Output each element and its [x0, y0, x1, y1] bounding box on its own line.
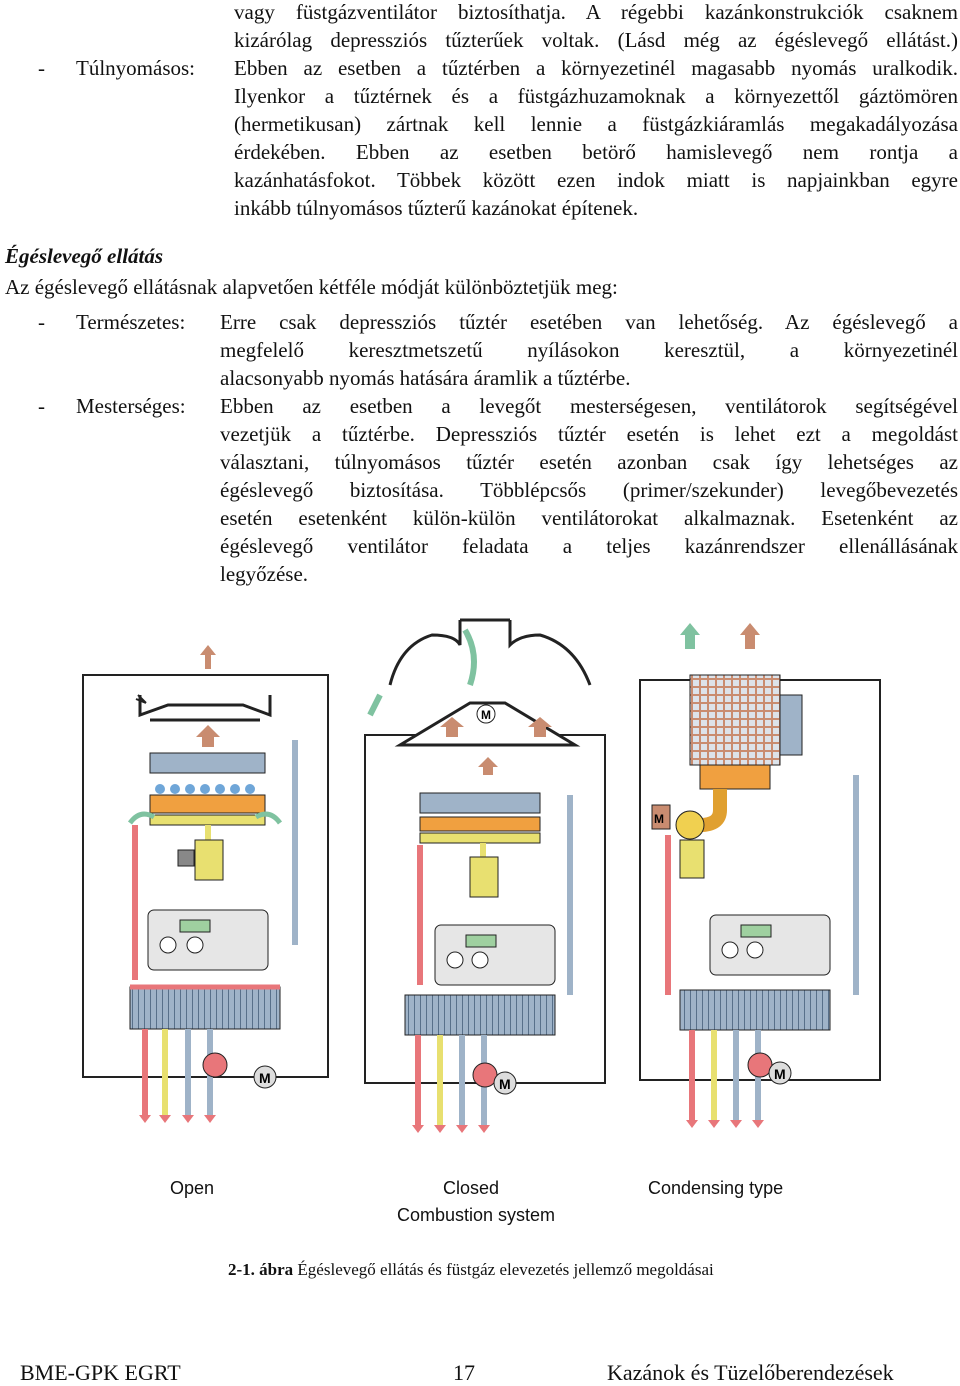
- artificial-line-1: Ebben az esetben a levegőt mesterségesen…: [220, 394, 958, 418]
- natural-line-3: alacsonyabb nyomás hatására áramlik a tű…: [220, 366, 631, 390]
- svg-text:M: M: [499, 1076, 511, 1092]
- overpressure-line-6: inkább túlnyomásos tűzterű kazánokat épí…: [234, 196, 639, 220]
- intro-line-1: vagy füstgázventilátor biztosíthatja. A …: [234, 0, 958, 24]
- intro-line-2: kizárólag depressziós tűzterűek voltak. …: [234, 28, 958, 52]
- artificial-line-2: vezetjük a tűztérbe. Depressziós tűztér …: [220, 422, 958, 446]
- figure-number: 2-1. ábra: [228, 1260, 294, 1279]
- natural-line-2: megfelelő keresztmetszetű nyílásokon ker…: [220, 338, 958, 362]
- condensing-boiler-diagram: M M: [639, 623, 881, 1128]
- overpressure-dash: -: [38, 56, 45, 80]
- artificial-line-3: választani, túlnyomásos tűztér esetén az…: [220, 450, 958, 474]
- svg-text:M: M: [654, 812, 664, 826]
- artificial-line-6: égéslevegő ventilátor feladata a teljes …: [220, 534, 958, 558]
- footer-left: BME-GPK EGRT: [20, 1360, 181, 1385]
- overpressure-line-2: Ilyenkor a tűztérnek és a füstgázhuzamok…: [234, 84, 958, 108]
- svg-text:M: M: [481, 708, 491, 722]
- footer-right: Kazánok és Tüzelőberendezések: [607, 1360, 894, 1385]
- artificial-line-5: esetén esetenként külön-külön ventilátor…: [220, 506, 958, 530]
- natural-term: Természetes:: [76, 310, 186, 334]
- overpressure-line-1: Ebben az esetben a tűztérben a környezet…: [234, 56, 958, 80]
- overpressure-line-4: érdekében. Ebben az esetben betörő hamis…: [234, 140, 958, 164]
- overpressure-line-3: (hermetikusan) zártnak kell lennie a füs…: [234, 112, 958, 136]
- svg-text:M: M: [774, 1066, 786, 1082]
- overpressure-term: Túlnyomásos:: [76, 56, 195, 80]
- artificial-term: Mesterséges:: [76, 394, 186, 418]
- closed-boiler-diagram: M M: [364, 618, 606, 1133]
- label-combustion-system: Combustion system: [397, 1205, 556, 1225]
- section-intro: Az égéslevegő ellátásnak alapvetően kétf…: [5, 275, 618, 299]
- natural-line-1: Erre csak depressziós tűztér esetében va…: [220, 310, 958, 334]
- svg-text:M: M: [259, 1070, 271, 1086]
- open-boiler-diagram: M: [82, 645, 329, 1123]
- footer-page-number: 17: [453, 1360, 475, 1385]
- artificial-line-7: legyőzése.: [220, 562, 309, 586]
- artificial-dash: -: [38, 394, 45, 418]
- label-closed: Closed: [443, 1178, 500, 1198]
- figure-caption-text: Égéslevegő ellátás és füstgáz elevezetés…: [293, 1260, 714, 1279]
- overpressure-line-5: kazánhatásfokot. Többek között ezen indo…: [234, 168, 958, 192]
- natural-dash: -: [38, 310, 45, 334]
- figure-caption: 2-1. ábra Égéslevegő ellátás és füstgáz …: [228, 1260, 714, 1280]
- label-open: Open: [170, 1178, 215, 1198]
- label-condensing: Condensing type: [648, 1178, 784, 1198]
- boiler-figure: M M: [82, 618, 881, 1133]
- section-heading: Égéslevegő ellátás: [5, 244, 164, 268]
- artificial-line-4: égéslevegő biztosítása. Többlépcsős (pri…: [220, 478, 958, 502]
